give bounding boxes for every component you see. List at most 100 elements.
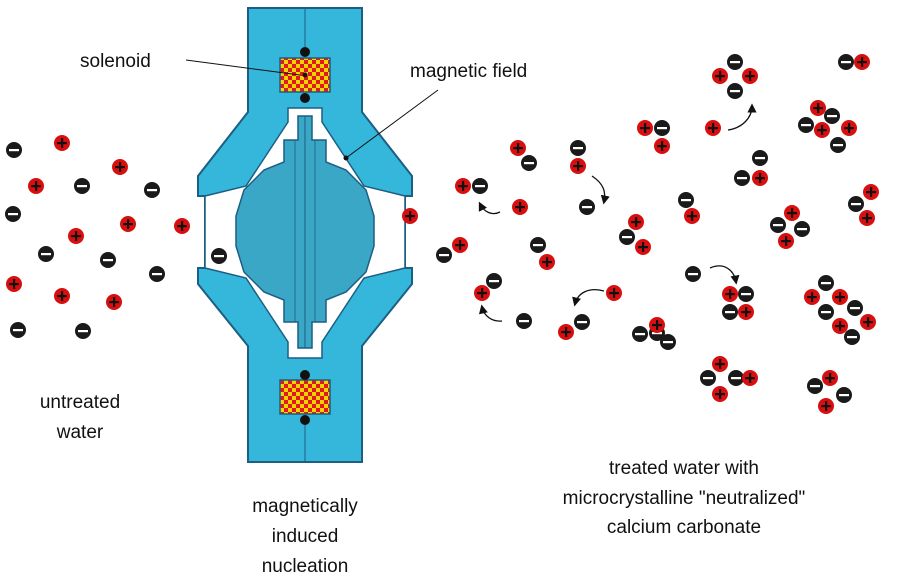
positive-ion <box>810 100 826 116</box>
treatment-device <box>197 7 418 463</box>
positive-ion <box>635 239 651 255</box>
curved-arrow <box>478 201 501 215</box>
positive-ion <box>120 216 136 232</box>
negative-ion <box>6 142 22 158</box>
treated-water-label-line1: treated water with <box>609 458 759 479</box>
positive-ion <box>712 386 728 402</box>
negative-ion <box>10 322 26 338</box>
positive-ion <box>854 54 870 70</box>
negative-ion <box>75 323 91 339</box>
negative-ion <box>847 300 863 316</box>
negative-ion <box>579 199 595 215</box>
treated-water-label-line2: microcrystalline "neutralized" <box>563 488 806 509</box>
negative-ion <box>794 221 810 237</box>
solenoid-coil-bottom <box>279 379 331 415</box>
coil-terminal <box>300 93 310 103</box>
positive-ion <box>818 398 834 414</box>
negative-ion <box>770 217 786 233</box>
magnetic-field-label: magnetic field <box>410 61 527 82</box>
positive-ion <box>570 158 586 174</box>
curved-arrow <box>572 289 605 307</box>
positive-ion <box>784 205 800 221</box>
solenoid-leader-line <box>185 59 301 76</box>
positive-ion <box>402 208 418 224</box>
solenoid-label: solenoid <box>80 51 151 72</box>
negative-ion <box>436 247 452 263</box>
negative-ion <box>844 329 860 345</box>
treated-ions <box>436 54 879 414</box>
positive-ion <box>832 318 848 334</box>
negative-ion <box>654 120 670 136</box>
positive-ion <box>742 68 758 84</box>
ion-cluster <box>807 370 852 414</box>
negative-ion <box>472 178 488 194</box>
positive-ion <box>804 289 820 305</box>
positive-ion <box>863 184 879 200</box>
ion-cluster <box>770 205 810 249</box>
field-point-dot <box>343 155 349 161</box>
negative-ion <box>807 378 823 394</box>
negative-ion <box>848 196 864 212</box>
positive-ion <box>752 170 768 186</box>
coil-terminal <box>300 415 310 425</box>
positive-ion <box>539 254 555 270</box>
positive-ion <box>606 285 622 301</box>
positive-ion <box>705 120 721 136</box>
negative-ion <box>144 182 160 198</box>
coil-center-dot <box>302 72 308 78</box>
nucleation-label-line2: induced <box>272 526 339 547</box>
curved-arrow <box>478 304 503 322</box>
positive-ion <box>637 120 653 136</box>
negative-ion <box>574 314 590 330</box>
positive-ion <box>742 370 758 386</box>
negative-ion <box>798 117 814 133</box>
positive-ion <box>455 178 471 194</box>
negative-ion <box>727 54 743 70</box>
negative-ion <box>818 275 834 291</box>
positive-ion <box>722 286 738 302</box>
coil-terminal <box>300 47 310 57</box>
negative-ion <box>486 273 502 289</box>
negative-ion <box>570 140 586 156</box>
positive-ion <box>860 314 876 330</box>
nucleation-label-line3: nucleation <box>262 556 349 577</box>
negative-ion <box>734 170 750 186</box>
curved-arrow <box>727 103 757 131</box>
positive-ion <box>68 228 84 244</box>
negative-ion <box>530 237 546 253</box>
ion-cluster <box>722 286 754 320</box>
nucleation-label-line1: magnetically <box>252 496 358 517</box>
untreated-water-label-line2: water <box>56 422 104 443</box>
negative-ion <box>5 206 21 222</box>
untreated-ions <box>5 135 190 339</box>
positive-ion <box>6 276 22 292</box>
positive-ion <box>54 135 70 151</box>
negative-ion <box>818 304 834 320</box>
positive-ion <box>174 218 190 234</box>
negative-ion <box>752 150 768 166</box>
curved-arrow <box>591 175 610 205</box>
coil-terminal <box>300 370 310 380</box>
negative-ion <box>700 370 716 386</box>
negative-ion <box>632 326 648 342</box>
positive-ion <box>841 120 857 136</box>
negative-ion <box>521 155 537 171</box>
positive-ion <box>628 214 644 230</box>
positive-ion <box>452 237 468 253</box>
positive-ion <box>54 288 70 304</box>
negative-ion <box>660 334 676 350</box>
positive-ion <box>814 122 830 138</box>
ion-cluster <box>798 100 857 153</box>
negative-ion <box>830 137 846 153</box>
positive-ion <box>684 208 700 224</box>
positive-ion <box>712 356 728 372</box>
negative-ion <box>516 313 532 329</box>
negative-ion <box>211 248 227 264</box>
positive-ion <box>106 294 122 310</box>
curved-arrow <box>709 265 740 285</box>
positive-ion <box>474 285 490 301</box>
untreated-water-label-line1: untreated <box>40 392 120 413</box>
negative-ion <box>722 304 738 320</box>
